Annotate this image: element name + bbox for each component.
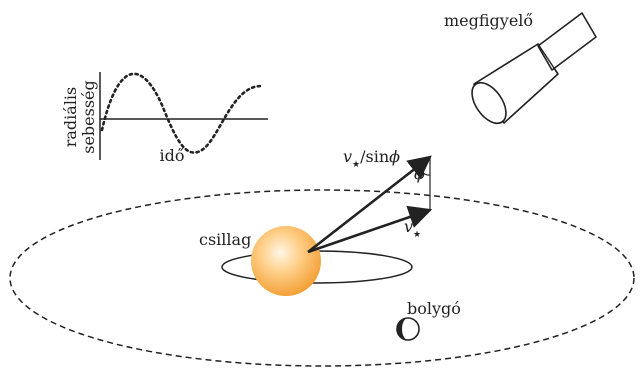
star-label: csillag: [199, 230, 251, 249]
star-sphere: [251, 226, 321, 296]
planet-orbit: [9, 189, 635, 367]
y-axis-label-line2: sebesség: [79, 80, 98, 154]
observer-telescope-icon: [471, 12, 597, 125]
projected-velocity-label: v★: [404, 217, 421, 240]
angle-phi-label: ϕ: [414, 164, 425, 183]
true-velocity-arrow: [307, 155, 432, 254]
planet-label: bolygó: [407, 299, 461, 318]
angle-arc: [416, 166, 431, 176]
x-axis-label: idő: [160, 146, 185, 165]
true-velocity-label: v★/sinϕ: [343, 147, 400, 170]
velocity-curve: [100, 72, 264, 154]
projected-velocity-arrow: [307, 205, 433, 254]
planet-icon: [396, 317, 420, 341]
radial-velocity-plot: radiális sebesség idő: [61, 72, 268, 165]
observer-label: megfigyelő: [444, 11, 533, 30]
y-axis-label-line1: radiális: [61, 87, 80, 148]
